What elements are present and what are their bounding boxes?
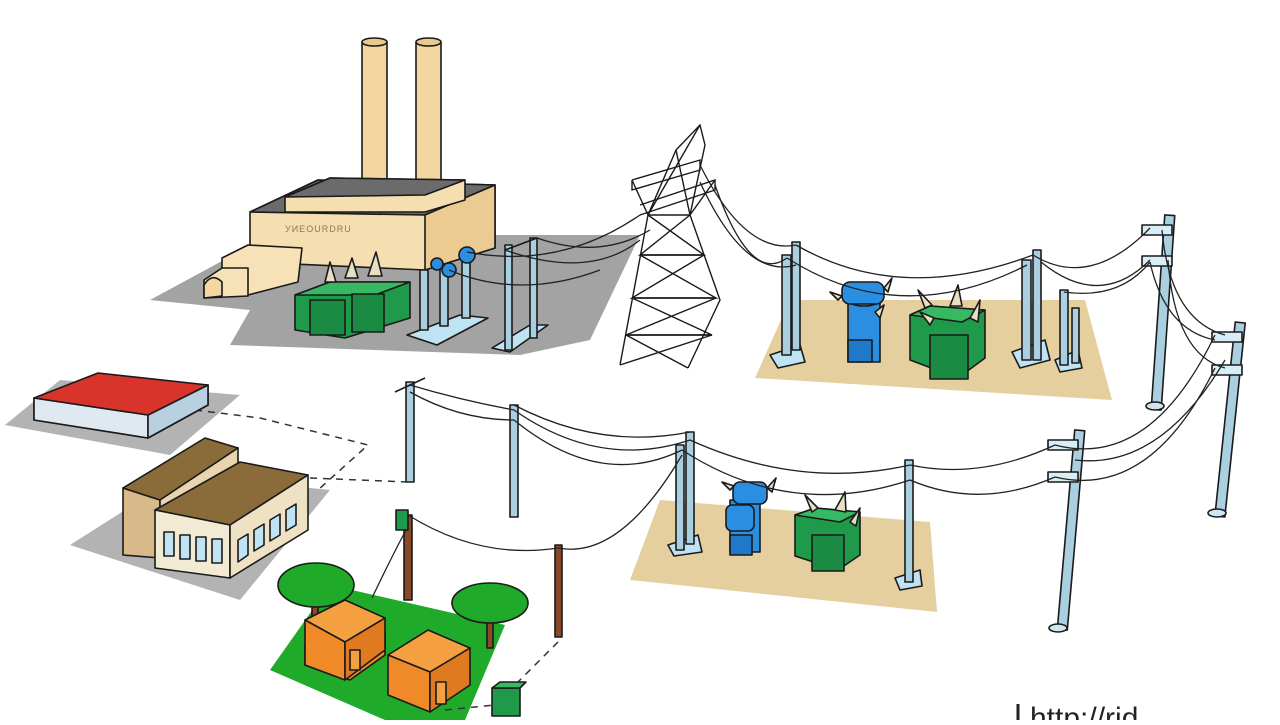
chimney-left <box>361 41 388 193</box>
power-lines <box>371 164 1226 599</box>
tree-icon <box>451 582 529 649</box>
power-plant: УИЕОURDRU <box>203 37 496 299</box>
insulator-bulb-icon <box>458 246 476 264</box>
plant-sign-text: УИЕОURDRU <box>285 224 352 234</box>
commercial-building <box>122 437 309 579</box>
blue-transformer-small <box>721 477 777 556</box>
pad-mount-transformer-icon <box>491 687 521 717</box>
green-transformer <box>909 284 986 380</box>
plant-step-up-transformer <box>294 251 411 339</box>
pole-transformer-icon <box>395 509 409 531</box>
green-transformer-small <box>794 491 861 572</box>
factory-building <box>33 372 209 439</box>
insulator-bulb-icon <box>430 257 444 271</box>
transmission-lattice-tower <box>619 123 721 369</box>
house <box>304 599 386 681</box>
factory-red-roof <box>33 372 209 416</box>
house <box>387 629 471 713</box>
residential-area <box>277 562 529 717</box>
plant-switchgear <box>406 237 549 353</box>
url-fragment-text: http://rid <box>1030 702 1138 720</box>
distribution-substation <box>667 431 923 591</box>
building-windows <box>163 503 297 564</box>
chimney-right <box>415 41 442 193</box>
